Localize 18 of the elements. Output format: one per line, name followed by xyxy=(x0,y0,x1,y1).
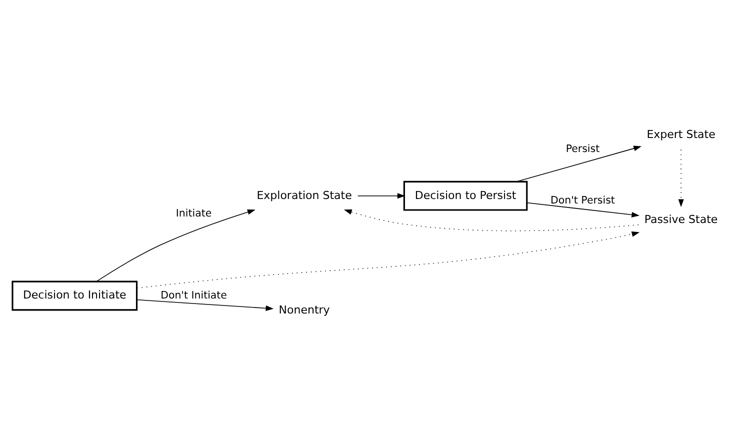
arrow xyxy=(357,193,406,199)
edge-label: Don't Persist xyxy=(550,195,615,206)
node-text: Expert State xyxy=(646,128,716,142)
arrow xyxy=(344,209,639,232)
arrow xyxy=(136,231,640,289)
edge-label: Persist xyxy=(566,144,600,156)
node-box: Decision to Persist xyxy=(403,180,528,211)
node-text: Exploration State xyxy=(256,188,352,202)
node-text: Passive State xyxy=(644,213,718,226)
node-text: Nonentry xyxy=(278,304,330,317)
arrow xyxy=(136,299,274,311)
edge-label: Initiate xyxy=(176,208,212,220)
edge-label: Don't Initiate xyxy=(160,290,227,302)
arrow xyxy=(96,209,256,282)
arrow xyxy=(516,146,642,182)
arrow xyxy=(678,149,684,208)
arrow xyxy=(526,202,640,218)
node-box: Decision to Initiate xyxy=(12,280,138,311)
